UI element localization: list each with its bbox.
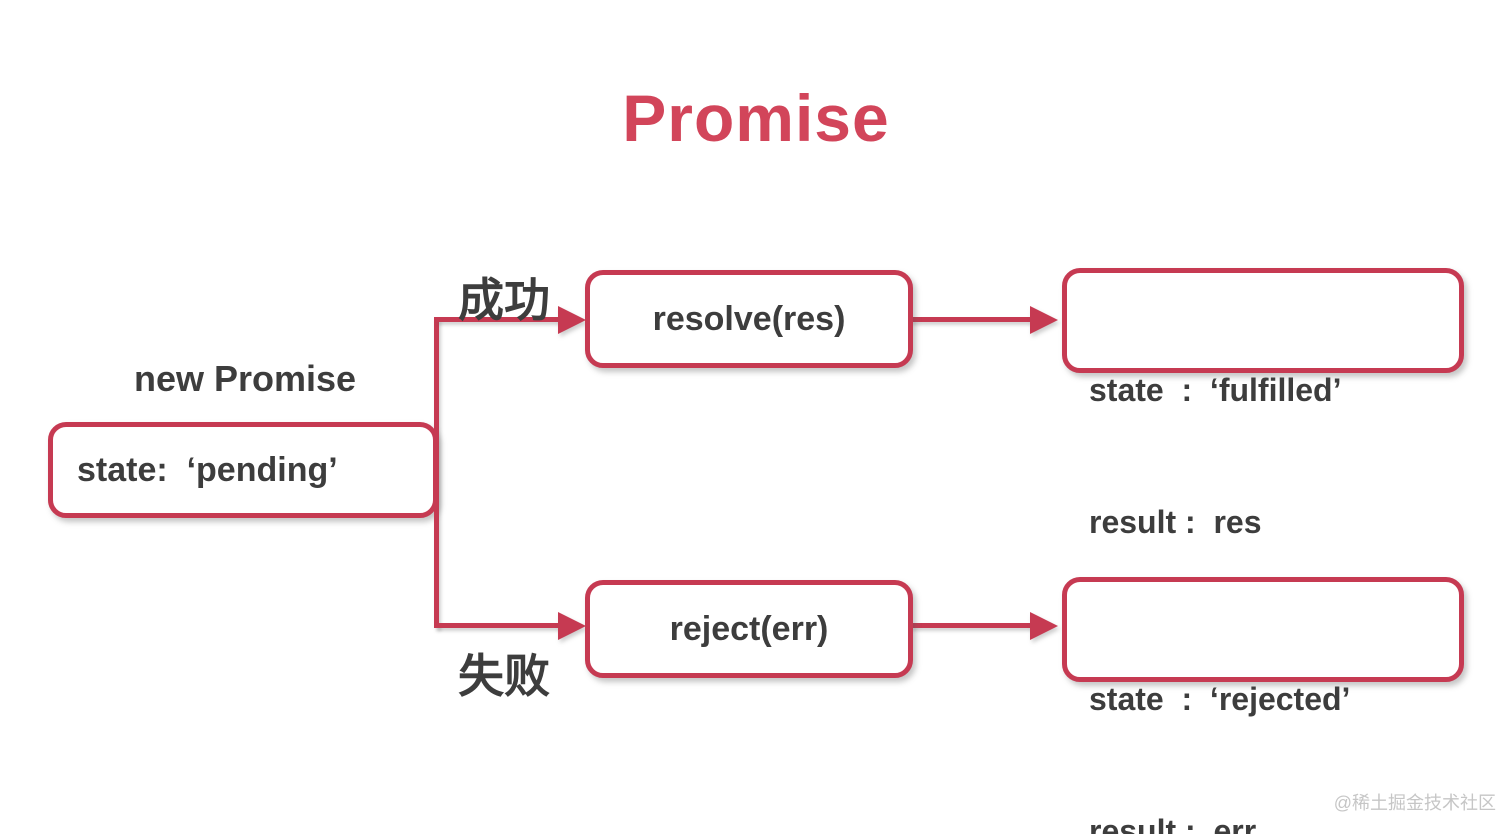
fulfilled-state-line: state : ‘fulfilled’ <box>1089 372 1342 408</box>
rejected-state-line: state : ‘rejected’ <box>1089 681 1351 717</box>
pending-state-box: state: ‘pending’ <box>48 422 438 518</box>
branch-vertical-line <box>434 317 439 628</box>
resolve-to-fulfilled-arrow-line <box>910 317 1032 322</box>
failure-arrow-line <box>436 623 560 628</box>
failure-edge-label: 失败 <box>458 650 550 702</box>
success-edge-label: 成功 <box>458 274 550 326</box>
reject-to-rejected-arrow-line <box>910 623 1032 628</box>
reject-to-rejected-arrowhead-icon <box>1030 612 1058 640</box>
success-arrow-line <box>436 317 560 322</box>
resolve-text: resolve(res) <box>652 299 846 338</box>
success-arrowhead-icon <box>558 306 586 334</box>
reject-text: reject(err) <box>669 609 829 648</box>
resolve-to-fulfilled-arrowhead-icon <box>1030 306 1058 334</box>
fulfilled-state-box: state : ‘fulfilled’ result : res <box>1062 268 1464 540</box>
new-promise-label: new Promise <box>133 358 357 399</box>
resolve-box: resolve(res) <box>585 270 913 368</box>
watermark: @稀土掘金技术社区 <box>1333 793 1496 813</box>
failure-arrowhead-icon <box>558 612 586 640</box>
pending-state-text: state: ‘pending’ <box>77 450 338 489</box>
rejected-state-box: state : ‘rejected’ result : err <box>1062 577 1464 834</box>
page-title: Promise <box>622 81 890 155</box>
fulfilled-result-line: result : res <box>1089 504 1262 540</box>
rejected-result-line: result : err <box>1089 813 1257 834</box>
reject-box: reject(err) <box>585 580 913 678</box>
